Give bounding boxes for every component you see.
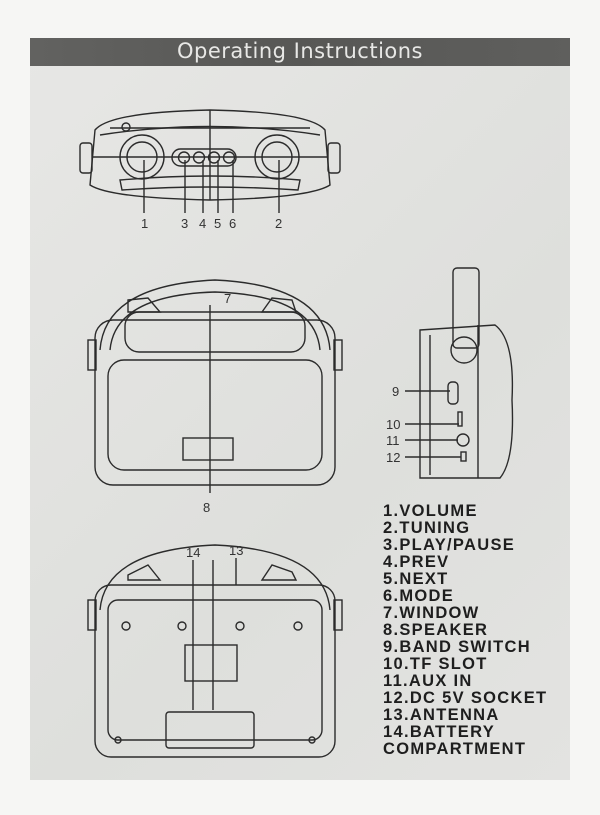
legend-item: 8.SPEAKER <box>383 621 489 639</box>
legend-item: 1.VOLUME <box>383 502 478 520</box>
callout-8: 8 <box>203 500 211 515</box>
top-view-diagram <box>79 109 341 213</box>
legend-item: 4.PREV <box>383 553 450 571</box>
callout-9: 9 <box>392 384 400 399</box>
callout-10: 10 <box>386 417 401 432</box>
legend-item: 5.NEXT <box>383 570 449 588</box>
legend-item: 13.ANTENNA <box>383 706 500 724</box>
callout-3: 3 <box>181 216 189 231</box>
callout-7: 7 <box>224 291 232 306</box>
side-view-diagram <box>405 267 514 479</box>
header-band: Operating Instructions <box>30 38 570 66</box>
callout-14: 14 <box>186 545 201 560</box>
callout-2: 2 <box>275 216 283 231</box>
legend-item: COMPARTMENT <box>383 740 527 758</box>
back-view-diagram <box>87 544 343 758</box>
callout-1: 1 <box>141 216 149 231</box>
page-title: Operating Instructions <box>177 39 423 63</box>
callout-5: 5 <box>214 216 222 231</box>
legend-item: 3.PLAY/PAUSE <box>383 536 516 554</box>
legend-item: 9.BAND SWITCH <box>383 638 531 656</box>
parts-legend: 1.VOLUME 2.TUNING 3.PLAY/PAUSE 4.PREV 5.… <box>383 503 547 758</box>
callout-12: 12 <box>386 450 401 465</box>
legend-item: 10.TF SLOT <box>383 655 488 673</box>
callout-6: 6 <box>229 216 237 231</box>
callout-11: 11 <box>386 433 400 448</box>
callout-4: 4 <box>199 216 207 231</box>
callout-13: 13 <box>229 543 244 558</box>
front-view-diagram <box>87 279 343 493</box>
legend-item: 2.TUNING <box>383 519 471 537</box>
legend-item: 11.AUX IN <box>383 672 473 690</box>
legend-item: 14.BATTERY <box>383 723 496 741</box>
legend-item: 7.WINDOW <box>383 604 480 622</box>
legend-item: 6.MODE <box>383 587 455 605</box>
legend-item: 12.DC 5V SOCKET <box>383 689 548 707</box>
